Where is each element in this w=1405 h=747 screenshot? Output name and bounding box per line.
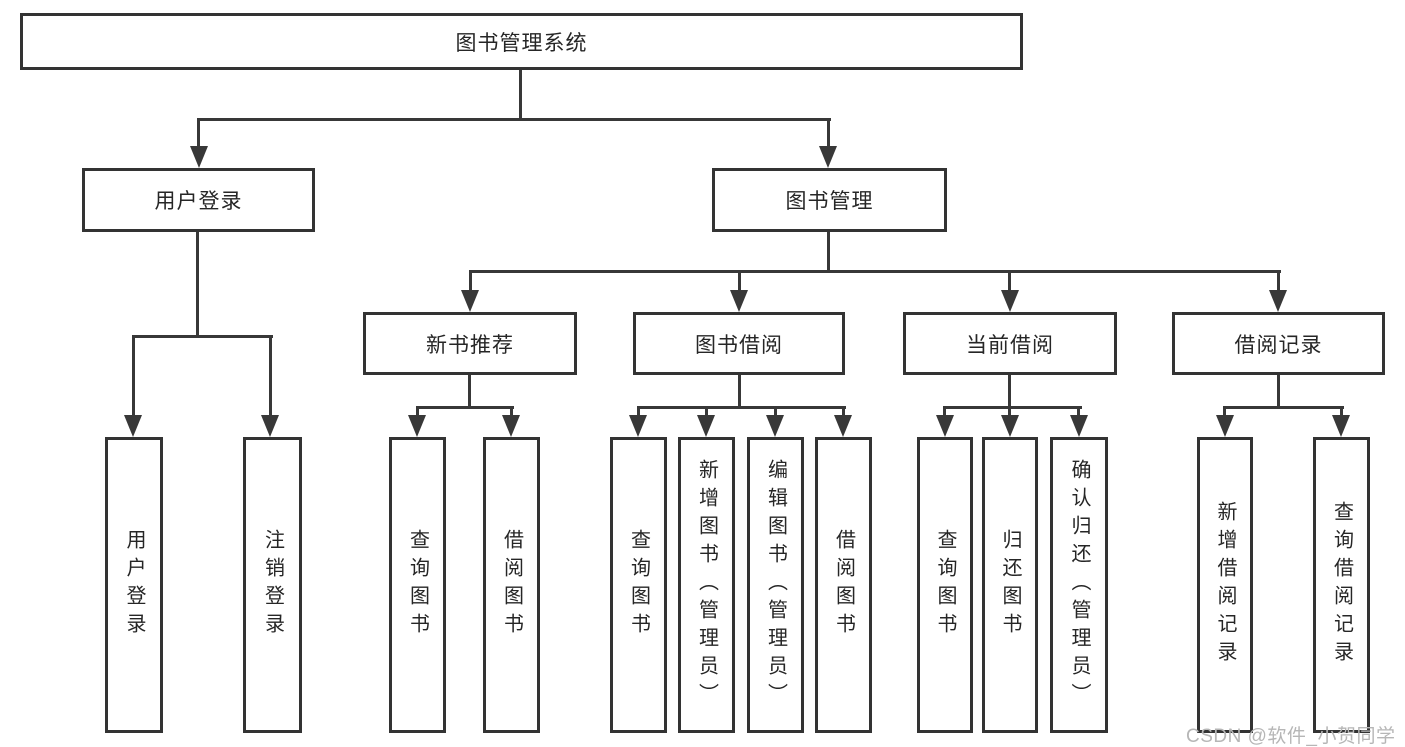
- leaf-recommend-query-book: 查询图书: [389, 437, 446, 733]
- arrowhead-down-icon: [766, 415, 784, 437]
- connector-line: [1277, 375, 1280, 409]
- node-current-borrow: 当前借阅: [903, 312, 1117, 375]
- arrowhead-down-icon: [834, 415, 852, 437]
- connector-line: [469, 270, 1281, 273]
- arrowhead-down-icon: [1070, 415, 1088, 437]
- connector-line: [1340, 406, 1343, 418]
- arrowhead-down-icon: [261, 415, 279, 437]
- connector-line: [196, 232, 199, 335]
- connector-line: [269, 335, 272, 417]
- arrowhead-down-icon: [697, 415, 715, 437]
- node-user-login: 用户登录: [82, 168, 315, 232]
- connector-line: [519, 70, 522, 118]
- arrowhead-down-icon: [629, 415, 647, 437]
- connector-line: [469, 270, 472, 292]
- connector-line: [1277, 270, 1280, 292]
- arrowhead-down-icon: [461, 290, 479, 312]
- leaf-borrow-add-book-admin-label: 新增图书（管理员）: [695, 459, 718, 711]
- node-new-book-recommend: 新书推荐: [363, 312, 577, 375]
- connector-line: [1008, 406, 1011, 418]
- arrowhead-down-icon: [1216, 415, 1234, 437]
- arrowhead-down-icon: [1001, 415, 1019, 437]
- connector-line: [705, 406, 708, 418]
- connector-line: [774, 406, 777, 418]
- arrowhead-down-icon: [502, 415, 520, 437]
- connector-line: [1008, 375, 1011, 409]
- node-book-management: 图书管理: [712, 168, 947, 232]
- leaf-recommend-borrow-book: 借阅图书: [483, 437, 540, 733]
- leaf-logout-label: 注销登录: [261, 529, 284, 641]
- leaf-user-login: 用户登录: [105, 437, 163, 733]
- node-book-management-label: 图书管理: [785, 190, 874, 213]
- arrowhead-down-icon: [190, 146, 208, 168]
- leaf-recommend-borrow-book-label: 借阅图书: [500, 529, 523, 641]
- node-new-book-recommend-label: 新书推荐: [426, 333, 514, 357]
- leaf-records-add-record: 新增借阅记录: [1197, 437, 1253, 733]
- connector-line: [510, 406, 513, 418]
- arrowhead-down-icon: [1332, 415, 1350, 437]
- leaf-borrow-add-book-admin: 新增图书（管理员）: [678, 437, 735, 733]
- connector-line: [416, 406, 514, 409]
- node-user-login-label: 用户登录: [154, 190, 243, 213]
- node-current-borrow-label: 当前借阅: [966, 333, 1054, 357]
- arrowhead-down-icon: [936, 415, 954, 437]
- connector-line: [827, 232, 830, 270]
- connector-line: [943, 406, 946, 418]
- leaf-user-login-label: 用户登录: [123, 529, 145, 641]
- connector-line: [1077, 406, 1080, 418]
- connector-line: [842, 406, 845, 418]
- leaf-current-confirm-return-admin-label: 确认归还（管理员）: [1068, 459, 1090, 711]
- connector-line: [197, 118, 200, 148]
- leaf-borrow-edit-book-admin-label: 编辑图书（管理员）: [764, 459, 787, 711]
- arrowhead-down-icon: [1001, 290, 1019, 312]
- leaf-current-query-book-label: 查询图书: [934, 529, 956, 641]
- connector-line: [637, 406, 640, 418]
- leaf-current-return-book-label: 归还图书: [999, 529, 1021, 641]
- arrowhead-down-icon: [730, 290, 748, 312]
- connector-line: [1008, 270, 1011, 292]
- connector-line: [738, 375, 741, 409]
- connector-line: [943, 406, 1082, 409]
- node-root-system: 图书管理系统: [20, 13, 1023, 70]
- leaf-borrow-query-book: 查询图书: [610, 437, 667, 733]
- connector-line: [132, 335, 135, 417]
- connector-line: [197, 118, 831, 121]
- leaf-records-add-record-label: 新增借阅记录: [1214, 501, 1236, 669]
- connector-line: [738, 270, 741, 292]
- csdn-watermark: CSDN @软件_小贺同学: [1186, 726, 1396, 747]
- leaf-current-query-book: 查询图书: [917, 437, 973, 733]
- leaf-borrow-edit-book-admin: 编辑图书（管理员）: [747, 437, 804, 733]
- leaf-borrow-query-book-label: 查询图书: [627, 529, 650, 641]
- node-book-borrow-label: 图书借阅: [695, 333, 783, 357]
- connector-line: [827, 118, 830, 148]
- leaf-borrow-borrow-book-label: 借阅图书: [832, 529, 855, 641]
- leaf-records-query-record-label: 查询借阅记录: [1330, 501, 1353, 669]
- node-borrow-records-label: 借阅记录: [1234, 333, 1323, 357]
- leaf-current-confirm-return-admin: 确认归还（管理员）: [1050, 437, 1108, 733]
- leaf-current-return-book: 归还图书: [982, 437, 1038, 733]
- connector-line: [1223, 406, 1344, 409]
- node-book-borrow: 图书借阅: [633, 312, 845, 375]
- leaf-logout: 注销登录: [243, 437, 302, 733]
- connector-line: [1223, 406, 1226, 418]
- leaf-recommend-query-book-label: 查询图书: [406, 529, 429, 641]
- node-root-label: 图书管理系统: [455, 31, 588, 55]
- arrowhead-down-icon: [408, 415, 426, 437]
- connector-line: [132, 335, 273, 338]
- leaf-records-query-record: 查询借阅记录: [1313, 437, 1370, 733]
- connector-line: [416, 406, 419, 418]
- leaf-borrow-borrow-book: 借阅图书: [815, 437, 872, 733]
- connector-line: [468, 375, 471, 409]
- connector-line: [637, 406, 846, 409]
- arrowhead-down-icon: [124, 415, 142, 437]
- arrowhead-down-icon: [819, 146, 837, 168]
- arrowhead-down-icon: [1269, 290, 1287, 312]
- node-borrow-records: 借阅记录: [1172, 312, 1385, 375]
